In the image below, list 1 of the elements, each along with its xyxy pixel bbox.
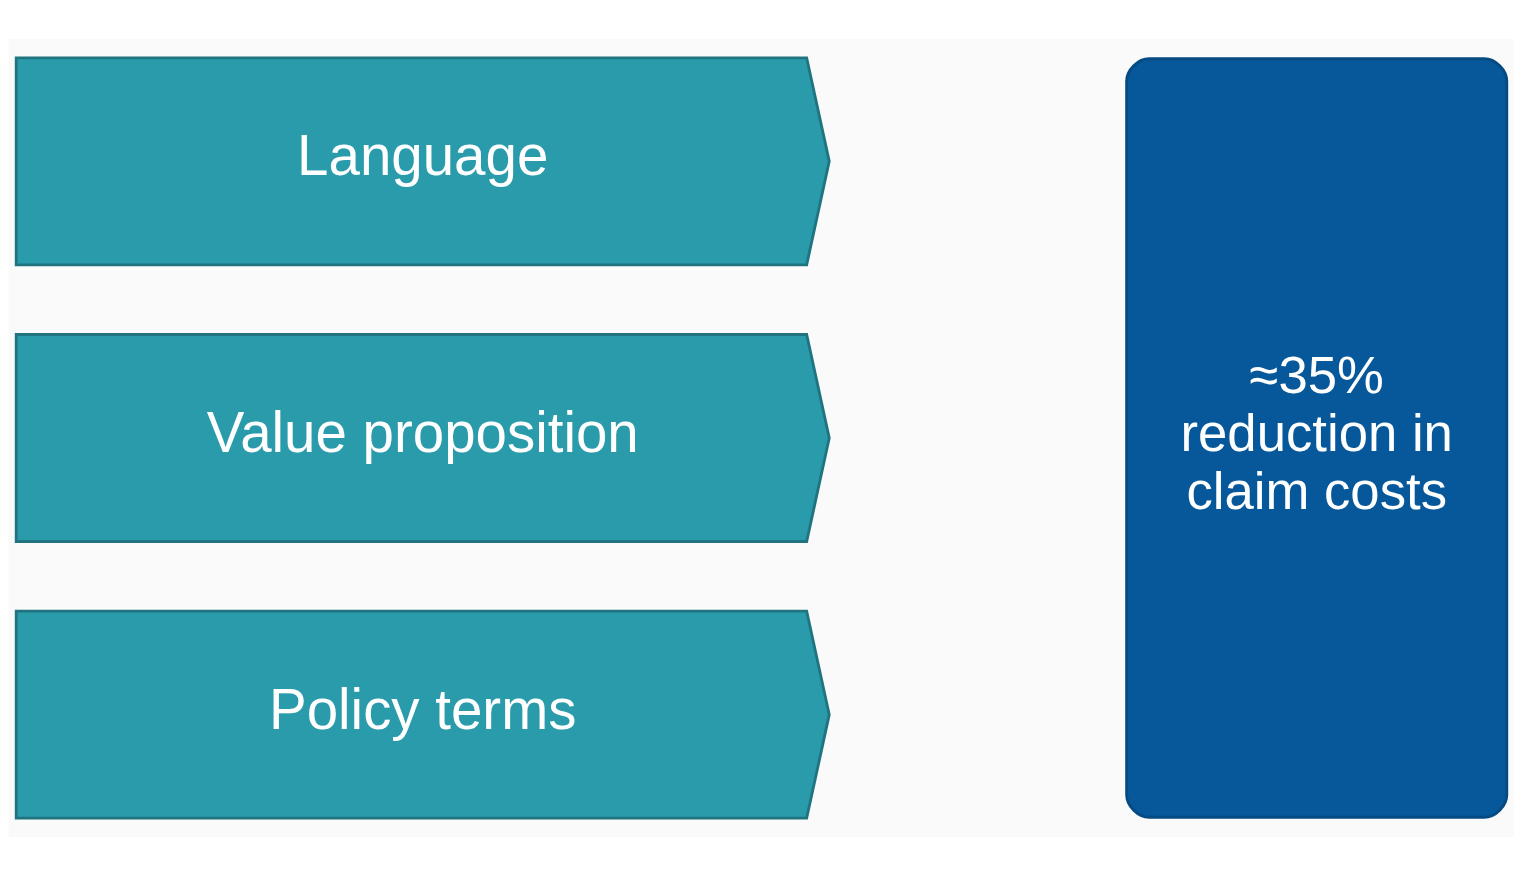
node-box: ≈35% reduction in claim costs: [1125, 57, 1509, 819]
